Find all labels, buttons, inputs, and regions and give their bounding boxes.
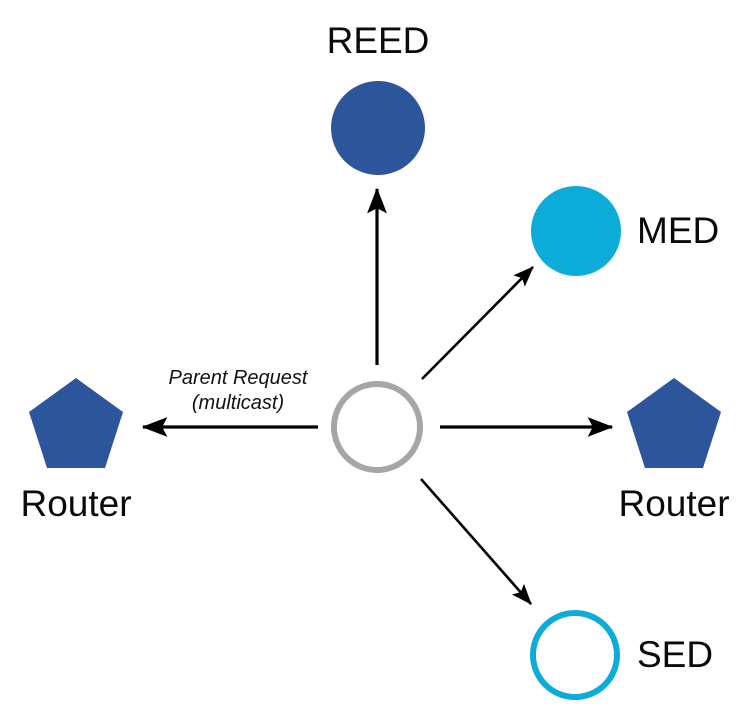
edge-to-sed bbox=[420, 478, 532, 605]
edge-label-line-2: (multicast) bbox=[191, 392, 285, 414]
node-router-left-shape[interactable] bbox=[29, 378, 123, 468]
nodes-group bbox=[29, 81, 721, 700]
node-med-shape[interactable] bbox=[531, 186, 621, 276]
node-label-sed: SED bbox=[637, 634, 714, 675]
node-router-right-shape[interactable] bbox=[627, 378, 721, 468]
node-label-med: MED bbox=[637, 210, 720, 251]
edge-label-parent-request: Parent Request (multicast) bbox=[169, 366, 308, 416]
node-center-shape[interactable] bbox=[331, 381, 423, 473]
node-label-reed: REED bbox=[326, 20, 430, 61]
node-sed-shape[interactable] bbox=[530, 610, 620, 700]
node-label-router-left: Router bbox=[20, 483, 132, 524]
edges-group bbox=[141, 187, 614, 605]
node-label-router-right: Router bbox=[618, 483, 730, 524]
edge-to-med bbox=[421, 266, 534, 380]
node-reed-shape[interactable] bbox=[331, 81, 425, 175]
edge-label-line-1: Parent Request bbox=[168, 367, 308, 389]
